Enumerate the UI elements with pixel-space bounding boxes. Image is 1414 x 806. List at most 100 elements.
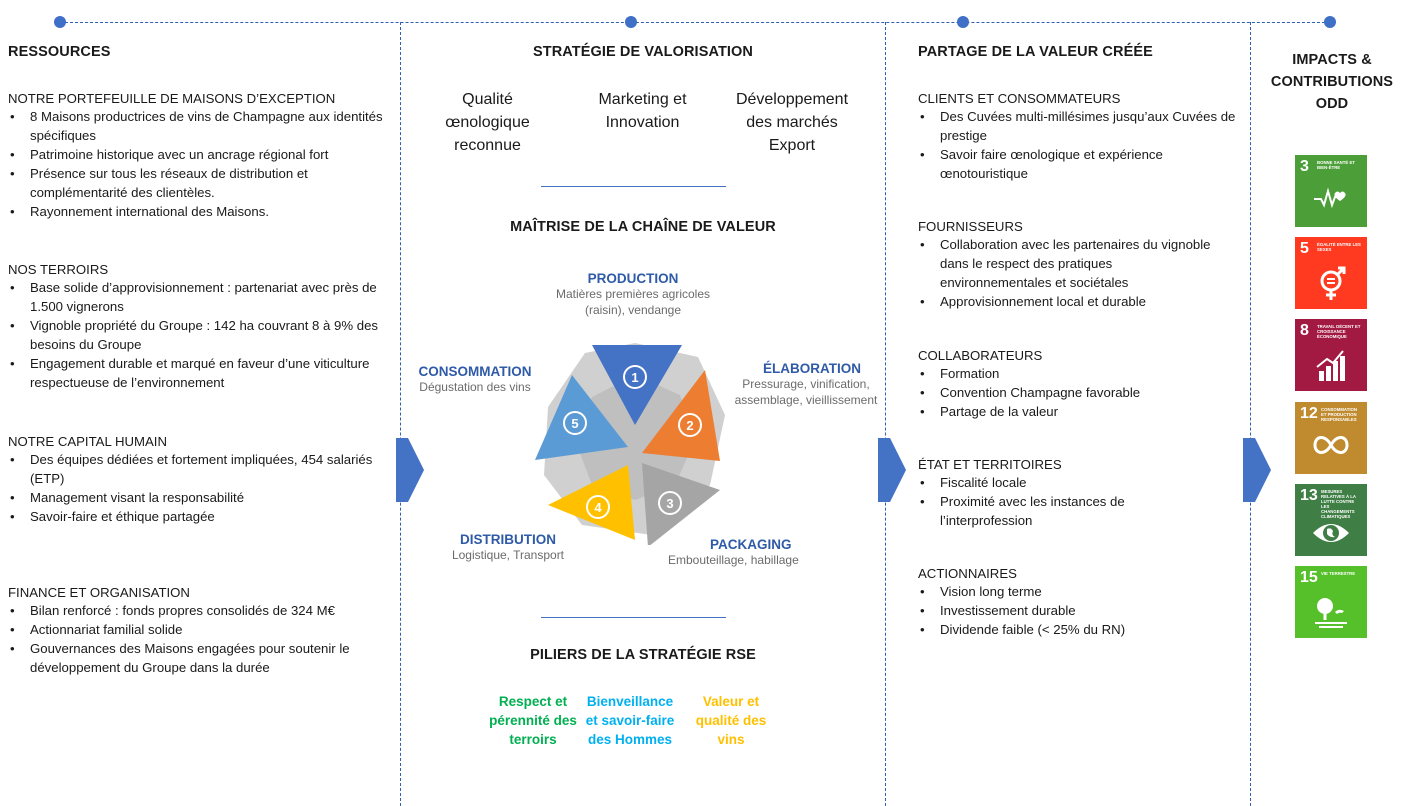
section-heading: COLLABORATEURS	[918, 348, 1043, 363]
stage-subtitle: Pressurage, vinification, assemblage, vi…	[734, 377, 878, 407]
list-item: Formation	[918, 364, 1238, 383]
stage-number: 5	[571, 416, 578, 431]
sdg-label: Vie terrestre	[1321, 571, 1356, 576]
list-item: Gouvernances des Maisons engagées pour s…	[8, 639, 393, 677]
partage-section: COLLABORATEURS Formation Convention Cham…	[918, 348, 1238, 421]
top-connector-line	[60, 22, 1335, 23]
wheel-inner	[575, 375, 695, 500]
section-heading: FINANCE ET ORGANISATION	[8, 585, 190, 600]
sdg-label: Égalité entre les sexes	[1317, 242, 1361, 252]
list-item: Collaboration avec les partenaires du vi…	[918, 235, 1218, 292]
sdg-tile-12: 12 Consommation et production responsabl…	[1295, 402, 1367, 474]
node-dot-impacts	[1324, 16, 1336, 28]
heartbeat-icon	[1314, 187, 1346, 209]
flow-arrow	[878, 438, 906, 502]
stage-label-elaboration: ÉLABORATION Pressurage, vinification, as…	[722, 361, 882, 408]
column-divider	[1250, 22, 1251, 806]
section-heading: NOTRE CAPITAL HUMAIN	[8, 434, 167, 449]
list-item: Base solide d’approvisionnement : parten…	[8, 278, 393, 316]
stage-title: CONSOMMATION	[418, 364, 532, 379]
stage-triangle-distribution	[548, 465, 635, 540]
flow-arrow	[1243, 438, 1271, 502]
growth-chart-icon	[1316, 350, 1345, 381]
stage-title: PACKAGING	[710, 537, 792, 552]
section-heading: NOS TERROIRS	[8, 262, 109, 277]
column-divider	[885, 22, 886, 806]
list-item: Investissement durable	[918, 601, 1238, 620]
sdg-tile-5: 5 Égalité entre les sexes	[1295, 237, 1367, 309]
sdg-number: 15	[1300, 569, 1318, 586]
sdg-number: 8	[1300, 322, 1309, 339]
separator-line	[541, 617, 726, 618]
rse-pillar-terroirs: Respect et pérennité des terroirs	[489, 694, 577, 747]
sdg-number: 12	[1300, 405, 1318, 422]
sdg-number: 13	[1300, 487, 1318, 504]
node-dot-strategie	[625, 16, 637, 28]
ressources-section: FINANCE ET ORGANISATION Bilan renforcé :…	[8, 585, 393, 677]
list-item: Management visant la responsabilité	[8, 488, 393, 507]
sdg-tile-13: 13 Mesures relatives à la lutte contre l…	[1295, 484, 1367, 556]
sdg-tile-8: 8 Travail décent et croissance économiqu…	[1295, 319, 1367, 391]
column-divider	[400, 22, 401, 806]
list-item: Bilan renforcé : fonds propres consolidé…	[8, 601, 393, 620]
list-item: Patrimoine historique avec un ancrage ré…	[8, 145, 393, 164]
partage-title: PARTAGE DE LA VALEUR CRÉÉE	[918, 44, 1153, 60]
separator-line	[541, 186, 726, 187]
stage-triangle-consommation	[535, 375, 628, 460]
section-heading: NOTRE PORTEFEUILLE DE MAISONS D’EXCEPTIO…	[8, 91, 336, 106]
flow-arrow	[396, 438, 424, 502]
partage-section: CLIENTS ET CONSOMMATEURS Des Cuvées mult…	[918, 91, 1238, 183]
sdg-label: Mesures relatives à la lutte contre les …	[1321, 489, 1356, 519]
stage-number: 1	[631, 370, 638, 385]
list-item: 8 Maisons productrices de vins de Champa…	[8, 107, 393, 145]
list-item: Vignoble propriété du Groupe : 142 ha co…	[8, 316, 393, 354]
sdg-label: Consommation et production responsables	[1321, 407, 1357, 422]
chain-title: MAÎTRISE DE LA CHAÎNE DE VALEUR	[510, 219, 776, 235]
sdg-tile-15: 15 Vie terrestre	[1295, 566, 1367, 638]
partage-section: ACTIONNAIRES Vision long terme Investiss…	[918, 566, 1238, 639]
node-dot-partage	[957, 16, 969, 28]
strategy-axis: Marketing et Innovation	[598, 91, 687, 131]
list-item: Proximité avec les instances de l’interp…	[918, 492, 1218, 530]
sdg-label: Bonne santé et bien-être	[1317, 160, 1355, 170]
sdg-number: 5	[1300, 240, 1309, 257]
rse-pillar-vins: Valeur et qualité des vins	[695, 694, 767, 747]
stage-subtitle: Dégustation des vins	[419, 380, 531, 394]
partage-section: FOURNISSEURS Collaboration avec les part…	[918, 219, 1218, 311]
stage-label-production: PRODUCTION Matières premières agricoles …	[508, 271, 758, 318]
stage-number: 3	[666, 496, 673, 511]
ressources-section: NOTRE PORTEFEUILLE DE MAISONS D’EXCEPTIO…	[8, 91, 393, 221]
section-heading: ÉTAT ET TERRITOIRES	[918, 457, 1062, 472]
list-item: Engagement durable et marqué en faveur d…	[8, 354, 393, 392]
list-item: Actionnariat familial solide	[8, 620, 393, 639]
strategy-axis: Qualité œnologique reconnue	[445, 91, 530, 154]
list-item: Dividende faible (< 25% du RN)	[918, 620, 1238, 639]
stage-subtitle: Embouteillage, habillage	[668, 553, 799, 567]
section-heading: ACTIONNAIRES	[918, 566, 1017, 581]
node-dot-ressources	[54, 16, 66, 28]
list-item: Approvisionnement local et durable	[918, 292, 1218, 311]
gender-equality-icon	[1320, 266, 1346, 300]
eye-globe-icon	[1313, 524, 1349, 542]
stage-title: DISTRIBUTION	[460, 532, 556, 547]
stage-triangle-elaboration	[642, 370, 720, 461]
ressources-section: NOTRE CAPITAL HUMAIN Des équipes dédiées…	[8, 434, 393, 526]
rse-title: PILIERS DE LA STRATÉGIE RSE	[530, 647, 756, 663]
list-item: Savoir-faire et éthique partagée	[8, 507, 393, 526]
list-item: Des équipes dédiées et fortement impliqu…	[8, 450, 393, 488]
stage-label-packaging: PACKAGING Embouteillage, habillage	[668, 537, 868, 568]
stage-subtitle: Logistique, Transport	[451, 548, 565, 562]
sdg-number: 3	[1300, 158, 1309, 175]
strategy-axis: Développement des marchés Export	[735, 91, 849, 154]
value-chain-wheel: 1 2 3 4 5	[535, 343, 725, 545]
stage-number: 4	[594, 500, 602, 515]
list-item: Rayonnement international des Maisons.	[8, 202, 393, 221]
stage-number: 2	[686, 418, 693, 433]
stage-triangle-production	[592, 345, 682, 425]
ressources-title: RESSOURCES	[8, 44, 111, 60]
infinity-icon	[1313, 436, 1349, 454]
stage-subtitle: Matières premières agricoles (raisin), v…	[555, 287, 711, 317]
section-heading: FOURNISSEURS	[918, 219, 1023, 234]
list-item: Savoir faire œnologique et expérience œn…	[918, 145, 1238, 183]
impacts-title: IMPACTS & CONTRIBUTIONS ODD	[1270, 52, 1394, 112]
